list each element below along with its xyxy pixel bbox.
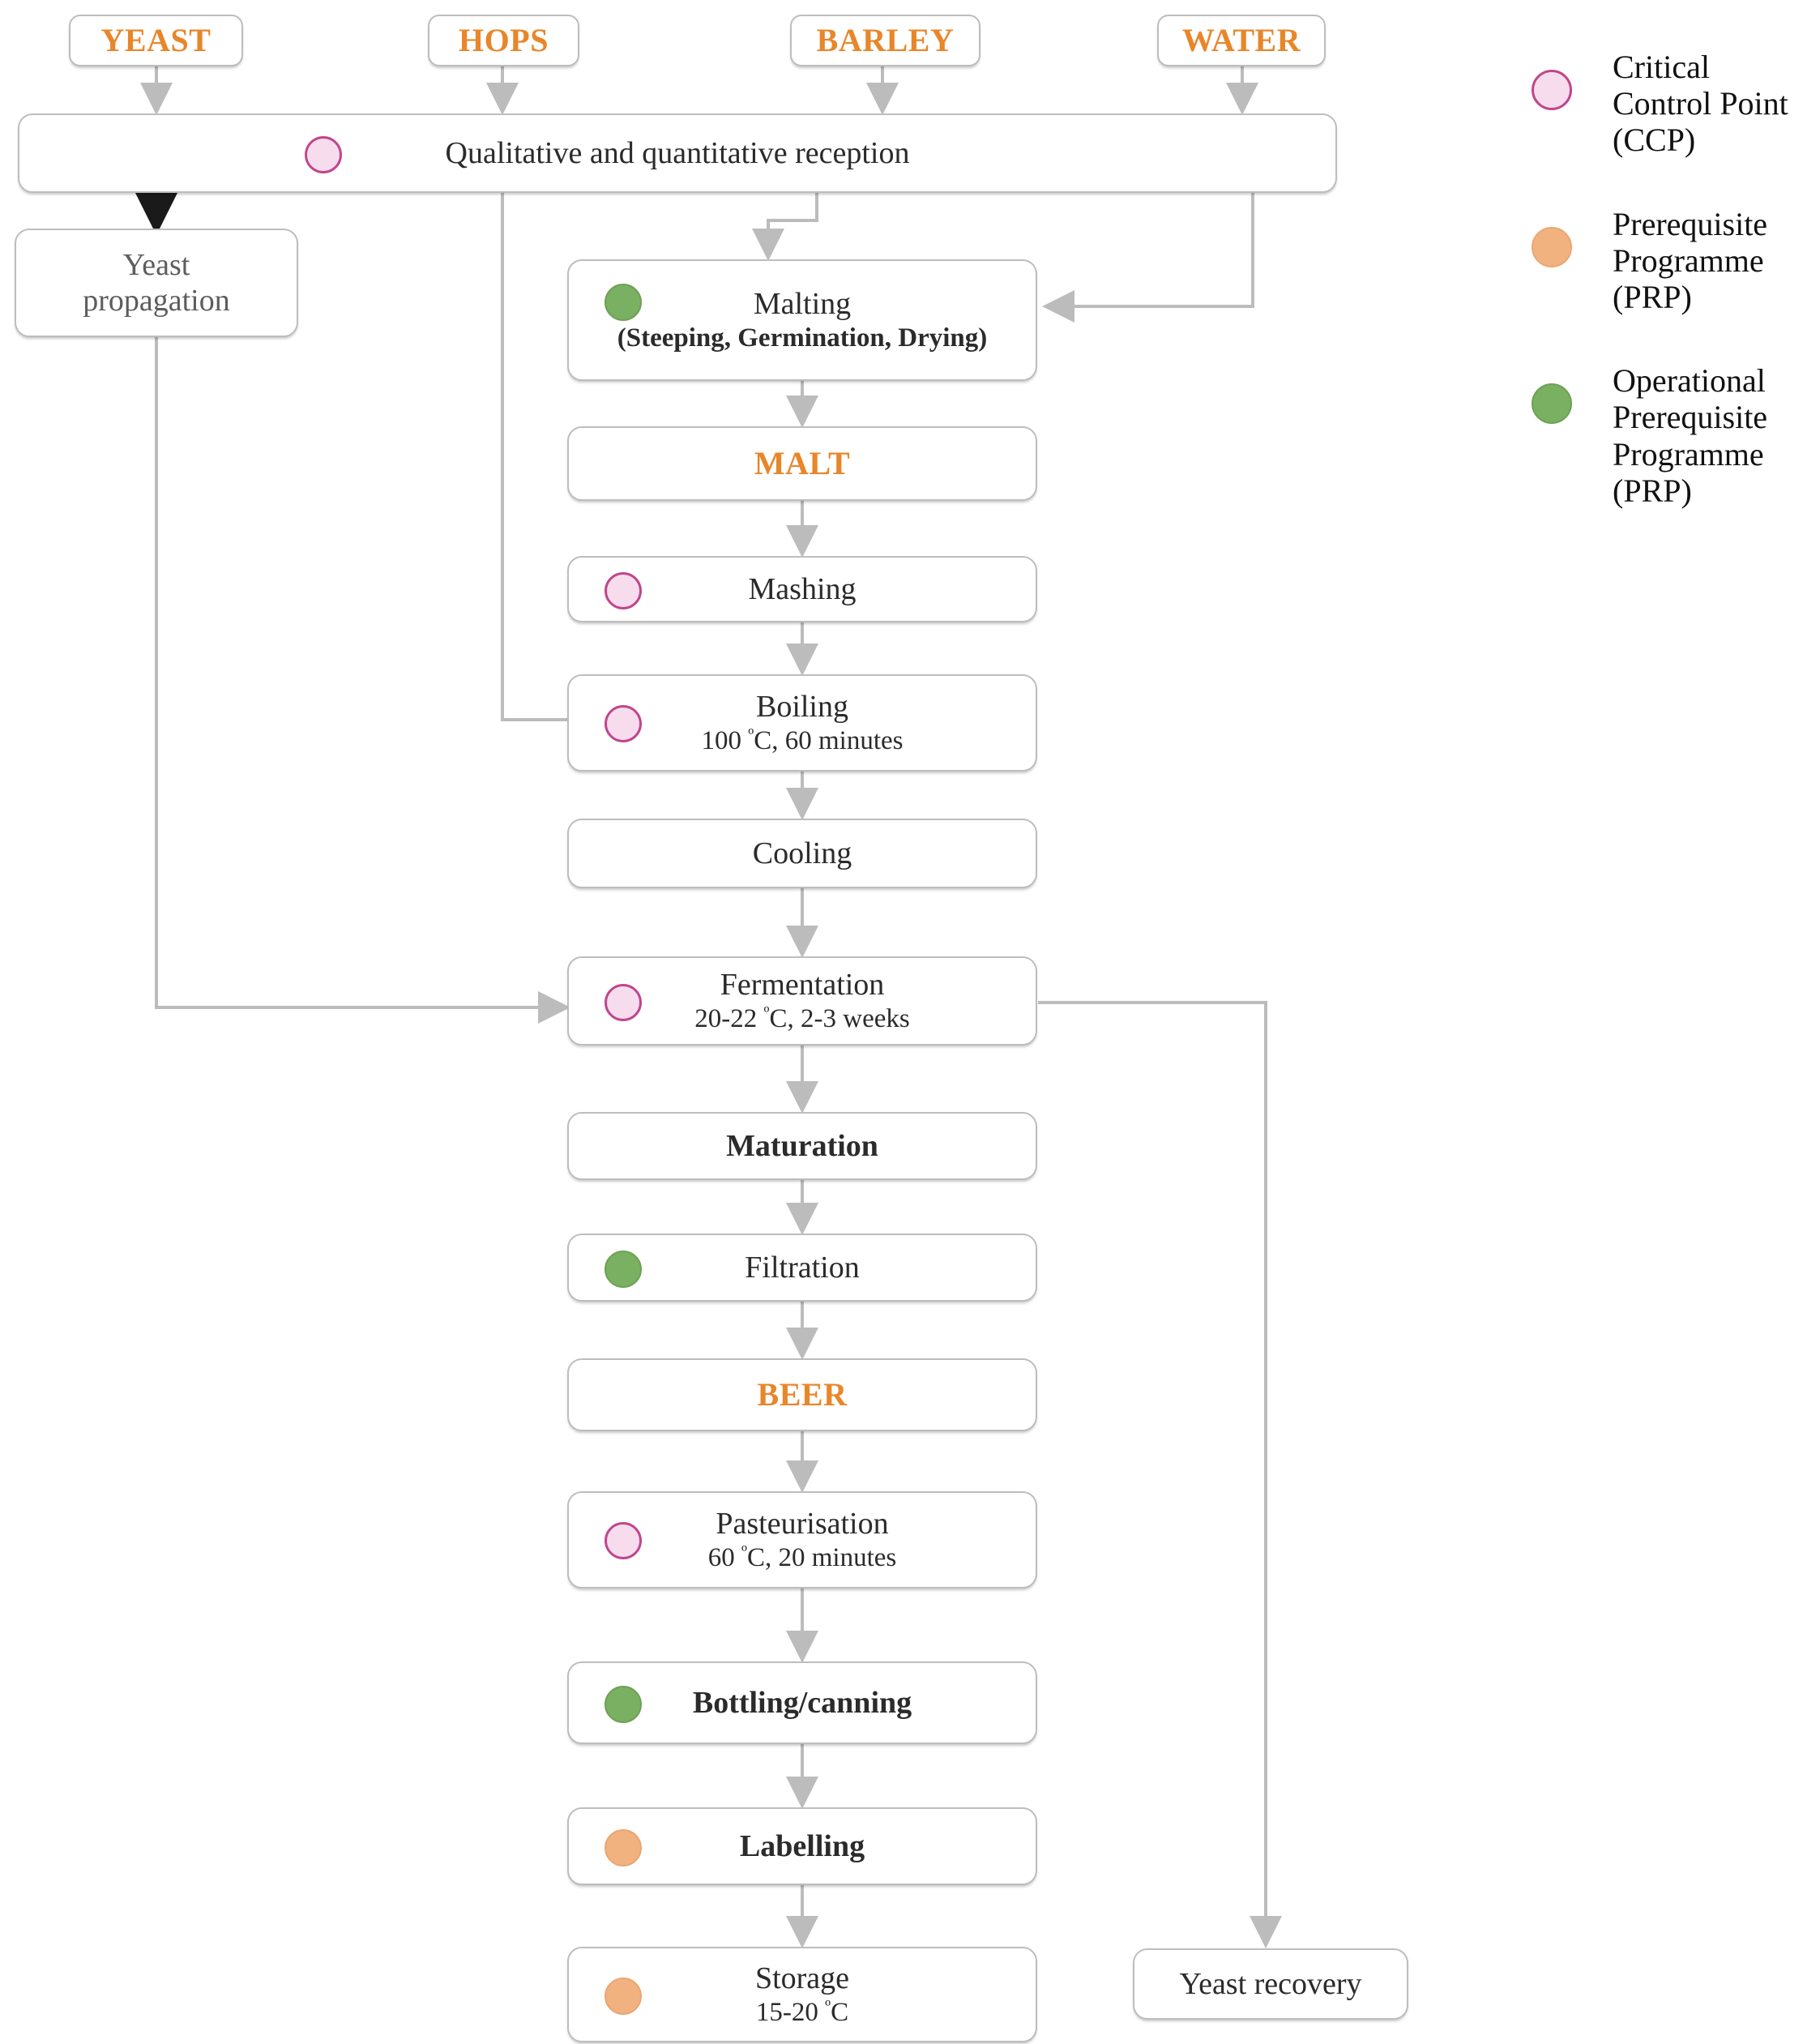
ingredient-label-water: WATER: [1181, 21, 1301, 58]
process-box-fermentation[interactable]: Fermentation 20-22 ºC, 2-3 weeks: [567, 956, 1037, 1046]
ccp-marker-icon: [305, 136, 342, 173]
prp-marker-icon: [605, 1978, 642, 2015]
process-box-pasteurisation[interactable]: Pasteurisation 60 ºC, 20 minutes: [567, 1491, 1037, 1589]
pasteurisation-sub: 60 ºC, 20 minutes: [707, 1542, 897, 1573]
process-label-malt: MALT: [754, 444, 851, 481]
process-box-labelling[interactable]: Labelling: [567, 1807, 1037, 1885]
ingredient-box-water[interactable]: WATER: [1157, 15, 1326, 66]
process-label-pasteurisation: Pasteurisation 60 ºC, 20 minutes: [708, 1506, 896, 1574]
process-label-fermentation: Fermentation 20-22 ºC, 2-3 weeks: [694, 967, 909, 1035]
storage-sub: 15-20 ºC: [755, 1996, 849, 2028]
ingredient-label-barley: BARLEY: [816, 21, 955, 58]
process-label-yeast-recovery: Yeast recovery: [1179, 1966, 1362, 2001]
process-label-maturation: Maturation: [726, 1128, 878, 1163]
process-label-boiling: Boiling 100 ºC, 60 minutes: [702, 689, 904, 757]
oprp-marker-icon: [1532, 383, 1572, 425]
process-box-bottling[interactable]: Bottling/canning: [567, 1661, 1037, 1744]
ingredient-box-hops[interactable]: HOPS: [428, 15, 579, 66]
process-label-mashing: Mashing: [748, 571, 857, 606]
ingredient-box-yeast[interactable]: YEAST: [69, 15, 243, 66]
fermentation-sub: 20-22 ºC, 2-3 weeks: [694, 1003, 910, 1034]
pasteurisation-title: Pasteurisation: [716, 1506, 889, 1541]
ccp-marker-icon: [605, 572, 642, 609]
ccp-marker-icon: [605, 984, 642, 1021]
process-box-reception[interactable]: Qualitative and quantitative reception: [18, 113, 1337, 193]
legend-label-oprp: Operational Prerequisite Programme (PRP): [1613, 362, 1768, 509]
process-box-filtration[interactable]: Filtration: [567, 1234, 1037, 1302]
process-label-cooling: Cooling: [752, 836, 852, 870]
oprp-marker-icon: [605, 284, 642, 321]
process-label-reception: Qualitative and quantitative reception: [445, 135, 910, 170]
process-label-labelling: Labelling: [739, 1828, 865, 1863]
process-box-cooling[interactable]: Cooling: [567, 819, 1037, 888]
ingredient-label-yeast: YEAST: [100, 21, 211, 58]
legend-label-prp: Prerequisite Programme (PRP): [1613, 205, 1768, 315]
legend-item-prp: Prerequisite Programme (PRP): [1532, 206, 1807, 316]
boiling-sub: 100 ºC, 60 minutes: [701, 725, 904, 756]
legend-item-oprp: Operational Prerequisite Programme (PRP): [1532, 362, 1807, 509]
ccp-marker-icon: [605, 705, 642, 742]
process-label-yeast-propagation: Yeast propagation: [83, 247, 230, 319]
prp-marker-icon: [605, 1829, 642, 1867]
boiling-title: Boiling: [755, 689, 848, 724]
process-box-malt[interactable]: MALT: [567, 426, 1037, 501]
oprp-marker-icon: [605, 1251, 642, 1288]
process-label-storage: Storage 15-20 ºC: [755, 1961, 849, 2029]
oprp-marker-icon: [605, 1686, 642, 1723]
process-box-boiling[interactable]: Boiling 100 ºC, 60 minutes: [567, 674, 1037, 772]
ingredient-label-hops: HOPS: [459, 21, 549, 58]
process-box-beer[interactable]: BEER: [567, 1358, 1037, 1431]
fermentation-title: Fermentation: [720, 967, 885, 1002]
process-box-malting[interactable]: Malting (Steeping, Germination, Drying): [567, 259, 1037, 381]
ingredient-box-barley[interactable]: BARLEY: [790, 15, 980, 66]
process-box-storage[interactable]: Storage 15-20 ºC: [567, 1947, 1037, 2042]
process-label-bottling: Bottling/canning: [692, 1685, 912, 1720]
process-label-beer: BEER: [757, 1375, 848, 1413]
malting-title: Malting: [753, 287, 852, 322]
legend-item-ccp: Critical Control Point (CCP): [1532, 49, 1807, 159]
malting-sub: (Steeping, Germination, Drying): [617, 323, 988, 353]
prp-marker-icon: [1532, 226, 1572, 267]
process-label-malting: Malting (Steeping, Germination, Drying): [617, 286, 987, 353]
legend-label-ccp: Critical Control Point (CCP): [1613, 49, 1788, 159]
yeast-propagation-line1: Yeast: [122, 247, 190, 282]
process-box-yeast-recovery[interactable]: Yeast recovery: [1133, 1948, 1408, 2020]
process-box-maturation[interactable]: Maturation: [567, 1112, 1037, 1180]
process-label-filtration: Filtration: [745, 1250, 860, 1285]
legend: Critical Control Point (CCP) Prerequisit…: [1532, 49, 1807, 556]
process-box-yeast-propagation[interactable]: Yeast propagation: [15, 229, 298, 337]
process-box-mashing[interactable]: Mashing: [567, 556, 1037, 622]
yeast-propagation-line2: propagation: [83, 284, 230, 318]
ccp-marker-icon: [1532, 70, 1572, 110]
storage-title: Storage: [754, 1961, 850, 1995]
ccp-marker-icon: [605, 1522, 642, 1559]
